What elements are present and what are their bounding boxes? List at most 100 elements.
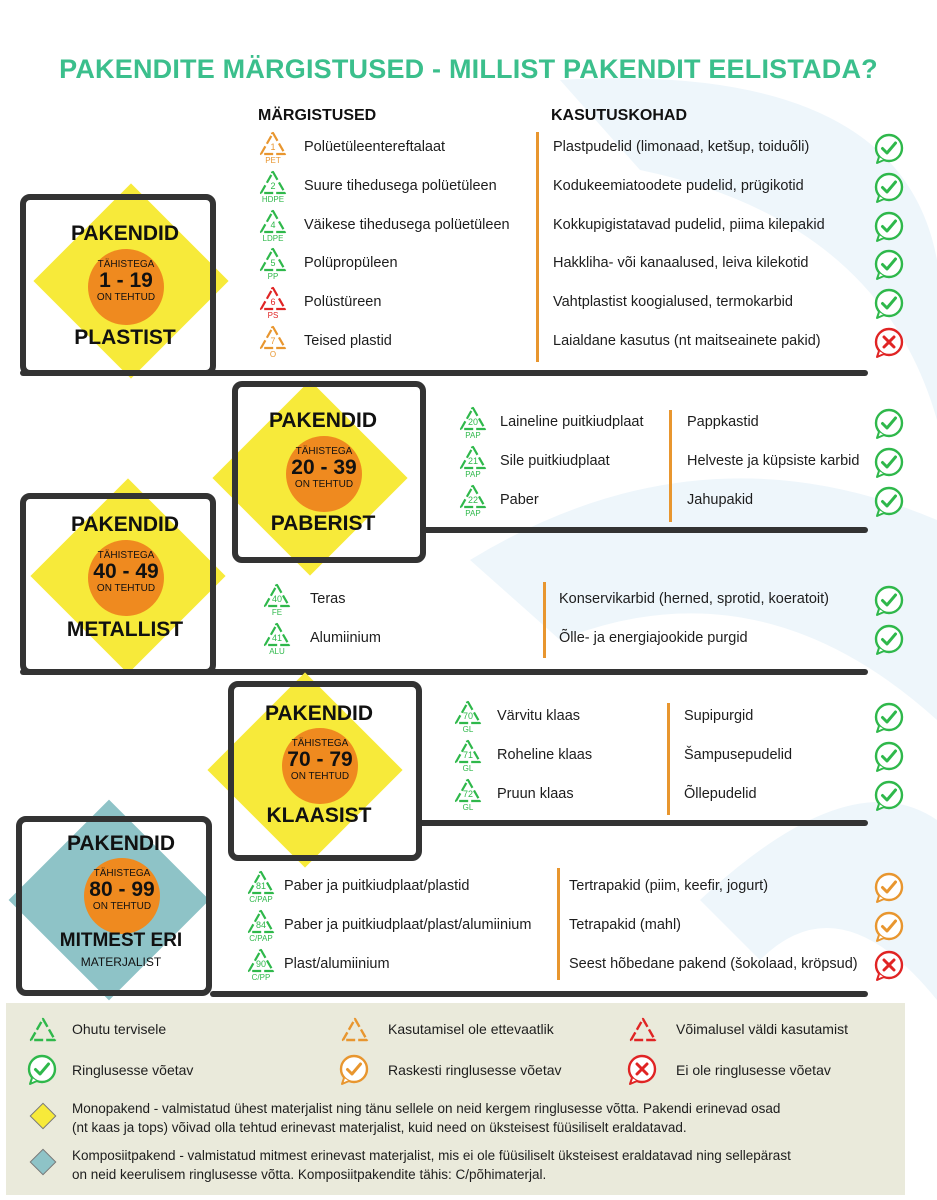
svg-text:PAP: PAP — [465, 431, 480, 439]
glass-status-green-check-icon — [873, 779, 907, 818]
legend-safe-icon — [28, 1016, 58, 1049]
composite-label-sub: MATERJALIST — [80, 955, 162, 969]
metal-status-green-check-icon — [873, 584, 907, 623]
svg-text:21: 21 — [468, 456, 478, 466]
metal-use-text: Õlle- ja energiajookide purgid — [559, 629, 748, 646]
svg-text:GL: GL — [463, 764, 474, 772]
svg-text:PAP: PAP — [465, 509, 480, 517]
composite-material-name: Plast/alumiinium — [284, 955, 390, 972]
legend-hard-icon — [338, 1053, 372, 1092]
paper-recycle-20-icon: 20 PAP — [458, 405, 488, 444]
composite-recycle-90-icon: 90 C/PP — [246, 947, 276, 986]
legend-not-label: Ei ole ringlusesse võetav — [676, 1062, 831, 1078]
plastic-use-text: Laialdane kasutus (nt maitseainete pakid… — [553, 333, 821, 349]
svg-text:C/PP: C/PP — [252, 973, 271, 981]
svg-text:71: 71 — [463, 750, 473, 760]
plastic-status-green-check-icon — [873, 132, 907, 171]
legend-safe-label: Ohutu tervisele — [72, 1021, 167, 1037]
plastic-use-text: Vahtplastist koogialused, termokarbid — [553, 294, 793, 311]
composite-recycle-84-icon: 84 C/PAP — [246, 908, 276, 947]
glass-label-top: PAKENDID — [264, 702, 374, 725]
legend-comp-line-2: on neid keerulisem ringlusesse võtta. Ko… — [72, 1167, 547, 1182]
page-title: PAKENDITE MÄRGISTUSED - MILLIST PAKENDIT… — [59, 54, 878, 84]
plastic-recycle-6-icon: 6 PS — [258, 285, 288, 324]
plastic-status-green-check-icon — [873, 287, 907, 326]
paper-divider — [669, 410, 672, 522]
legend-mono-line-2: (nt kaas ja tops) võivad olla tehtud eri… — [72, 1120, 687, 1135]
paper-use-text: Helveste ja küpsiste karbid — [687, 452, 860, 469]
plastic-status-red-x-icon — [873, 326, 907, 365]
svg-text:5: 5 — [270, 258, 275, 268]
svg-text:6: 6 — [270, 297, 275, 307]
metal-divider — [543, 582, 546, 658]
glass-recycle-70-icon: 70 GL — [453, 699, 483, 738]
legend-not-icon — [626, 1053, 660, 1092]
composite-line — [210, 991, 868, 997]
plastic-use-text: Kodukeemiatoodete pudelid, prügikotid — [553, 177, 804, 194]
svg-text:FE: FE — [272, 608, 282, 616]
svg-text:22: 22 — [468, 495, 478, 505]
svg-text:41: 41 — [272, 633, 282, 643]
header-uses: KASUTUSKOHAD — [551, 107, 687, 124]
plastic-code-circle: TÄHISTEGA 1 - 19 ON TEHTUD — [88, 249, 164, 325]
plastic-recycle-4-icon: 4 LDPE — [258, 208, 288, 247]
svg-text:O: O — [270, 350, 276, 358]
glass-use-text: Šampusepudelid — [684, 746, 793, 763]
metal-code-circle: TÄHISTEGA 40 - 49 ON TEHTUD — [88, 540, 164, 616]
paper-frame — [232, 381, 426, 563]
plastic-divider — [536, 132, 539, 362]
svg-text:20: 20 — [468, 417, 478, 427]
paper-status-green-check-icon — [873, 407, 907, 446]
paper-material-name: Paber — [500, 491, 539, 508]
svg-text:90: 90 — [256, 959, 266, 969]
plastic-label-bottom: PLASTIST — [74, 326, 176, 349]
legend-avoid-label: Võimalusel väldi kasutamist — [676, 1021, 848, 1037]
svg-text:C/PAP: C/PAP — [249, 934, 272, 942]
paper-status-green-check-icon — [873, 446, 907, 485]
paper-recycle-22-icon: 22 PAP — [458, 483, 488, 522]
composite-frame — [16, 816, 212, 996]
paper-use-text: Pappkastid — [687, 414, 759, 430]
plastic-status-green-check-icon — [873, 171, 907, 210]
svg-text:PP: PP — [268, 272, 279, 280]
glass-material-name: Roheline klaas — [497, 746, 593, 763]
legend-panel — [6, 1003, 905, 1195]
glass-line — [416, 820, 868, 826]
svg-text:C/PAP: C/PAP — [249, 895, 272, 903]
plastic-recycle-7-icon: 7 O — [258, 324, 288, 363]
plastic-use-text: Plastpudelid (limonaad, ketšup, toiduõli… — [553, 139, 810, 155]
plastic-recycle-5-icon: 5 PP — [258, 246, 288, 285]
legend-recyclable-label: Ringlusesse võetav — [72, 1062, 194, 1078]
legend-mono-line-1: Monopakend - valmistatud ühest materjali… — [72, 1101, 781, 1116]
svg-text:40: 40 — [272, 594, 282, 604]
legend-comp-line-1: Komposiitpakend - valmistatud mitmest er… — [72, 1148, 791, 1163]
svg-text:72: 72 — [463, 789, 473, 799]
plastic-status-green-check-icon — [873, 210, 907, 249]
paper-material-name: Laineline puitkiudplaat — [500, 414, 644, 430]
composite-label-bottom: MITMEST ERI — [59, 930, 183, 951]
plastic-material-name: Suure tihedusega polüetüleen — [304, 177, 497, 194]
paper-line — [420, 527, 868, 533]
glass-use-text: Õllepudelid — [684, 785, 757, 802]
composite-status-orange-check-icon — [873, 910, 907, 949]
svg-text:PS: PS — [268, 311, 279, 319]
metal-material-name: Teras — [310, 591, 346, 607]
legend-careful-label: Kasutamisel ole ettevaatlik — [388, 1021, 554, 1037]
paper-code-circle: TÄHISTEGA 20 - 39 ON TEHTUD — [286, 436, 362, 512]
glass-recycle-71-icon: 71 GL — [453, 738, 483, 777]
plastic-material-name: Teised plastid — [304, 333, 392, 349]
metal-use-text: Konservikarbid (herned, sprotid, koerato… — [559, 591, 829, 607]
glass-material-name: Värvitu klaas — [497, 708, 581, 724]
glass-label-bottom: KLAASIST — [266, 804, 372, 827]
metal-label-bottom: METALLIST — [66, 618, 184, 641]
composite-label-top: PAKENDID — [66, 832, 176, 855]
svg-text:PET: PET — [265, 156, 281, 164]
header-markings: MÄRGISTUSED — [258, 107, 377, 124]
plastic-use-text: Hakkliha- või kanaalused, leiva kilekoti… — [553, 255, 809, 272]
svg-text:81: 81 — [256, 881, 266, 891]
plastic-material-name: Polüetüleentereftalaat — [304, 139, 446, 155]
composite-code-circle: TÄHISTEGA 80 - 99 ON TEHTUD — [84, 858, 160, 934]
svg-text:HDPE: HDPE — [262, 195, 284, 203]
glass-recycle-72-icon: 72 GL — [453, 777, 483, 816]
glass-divider — [667, 703, 670, 815]
